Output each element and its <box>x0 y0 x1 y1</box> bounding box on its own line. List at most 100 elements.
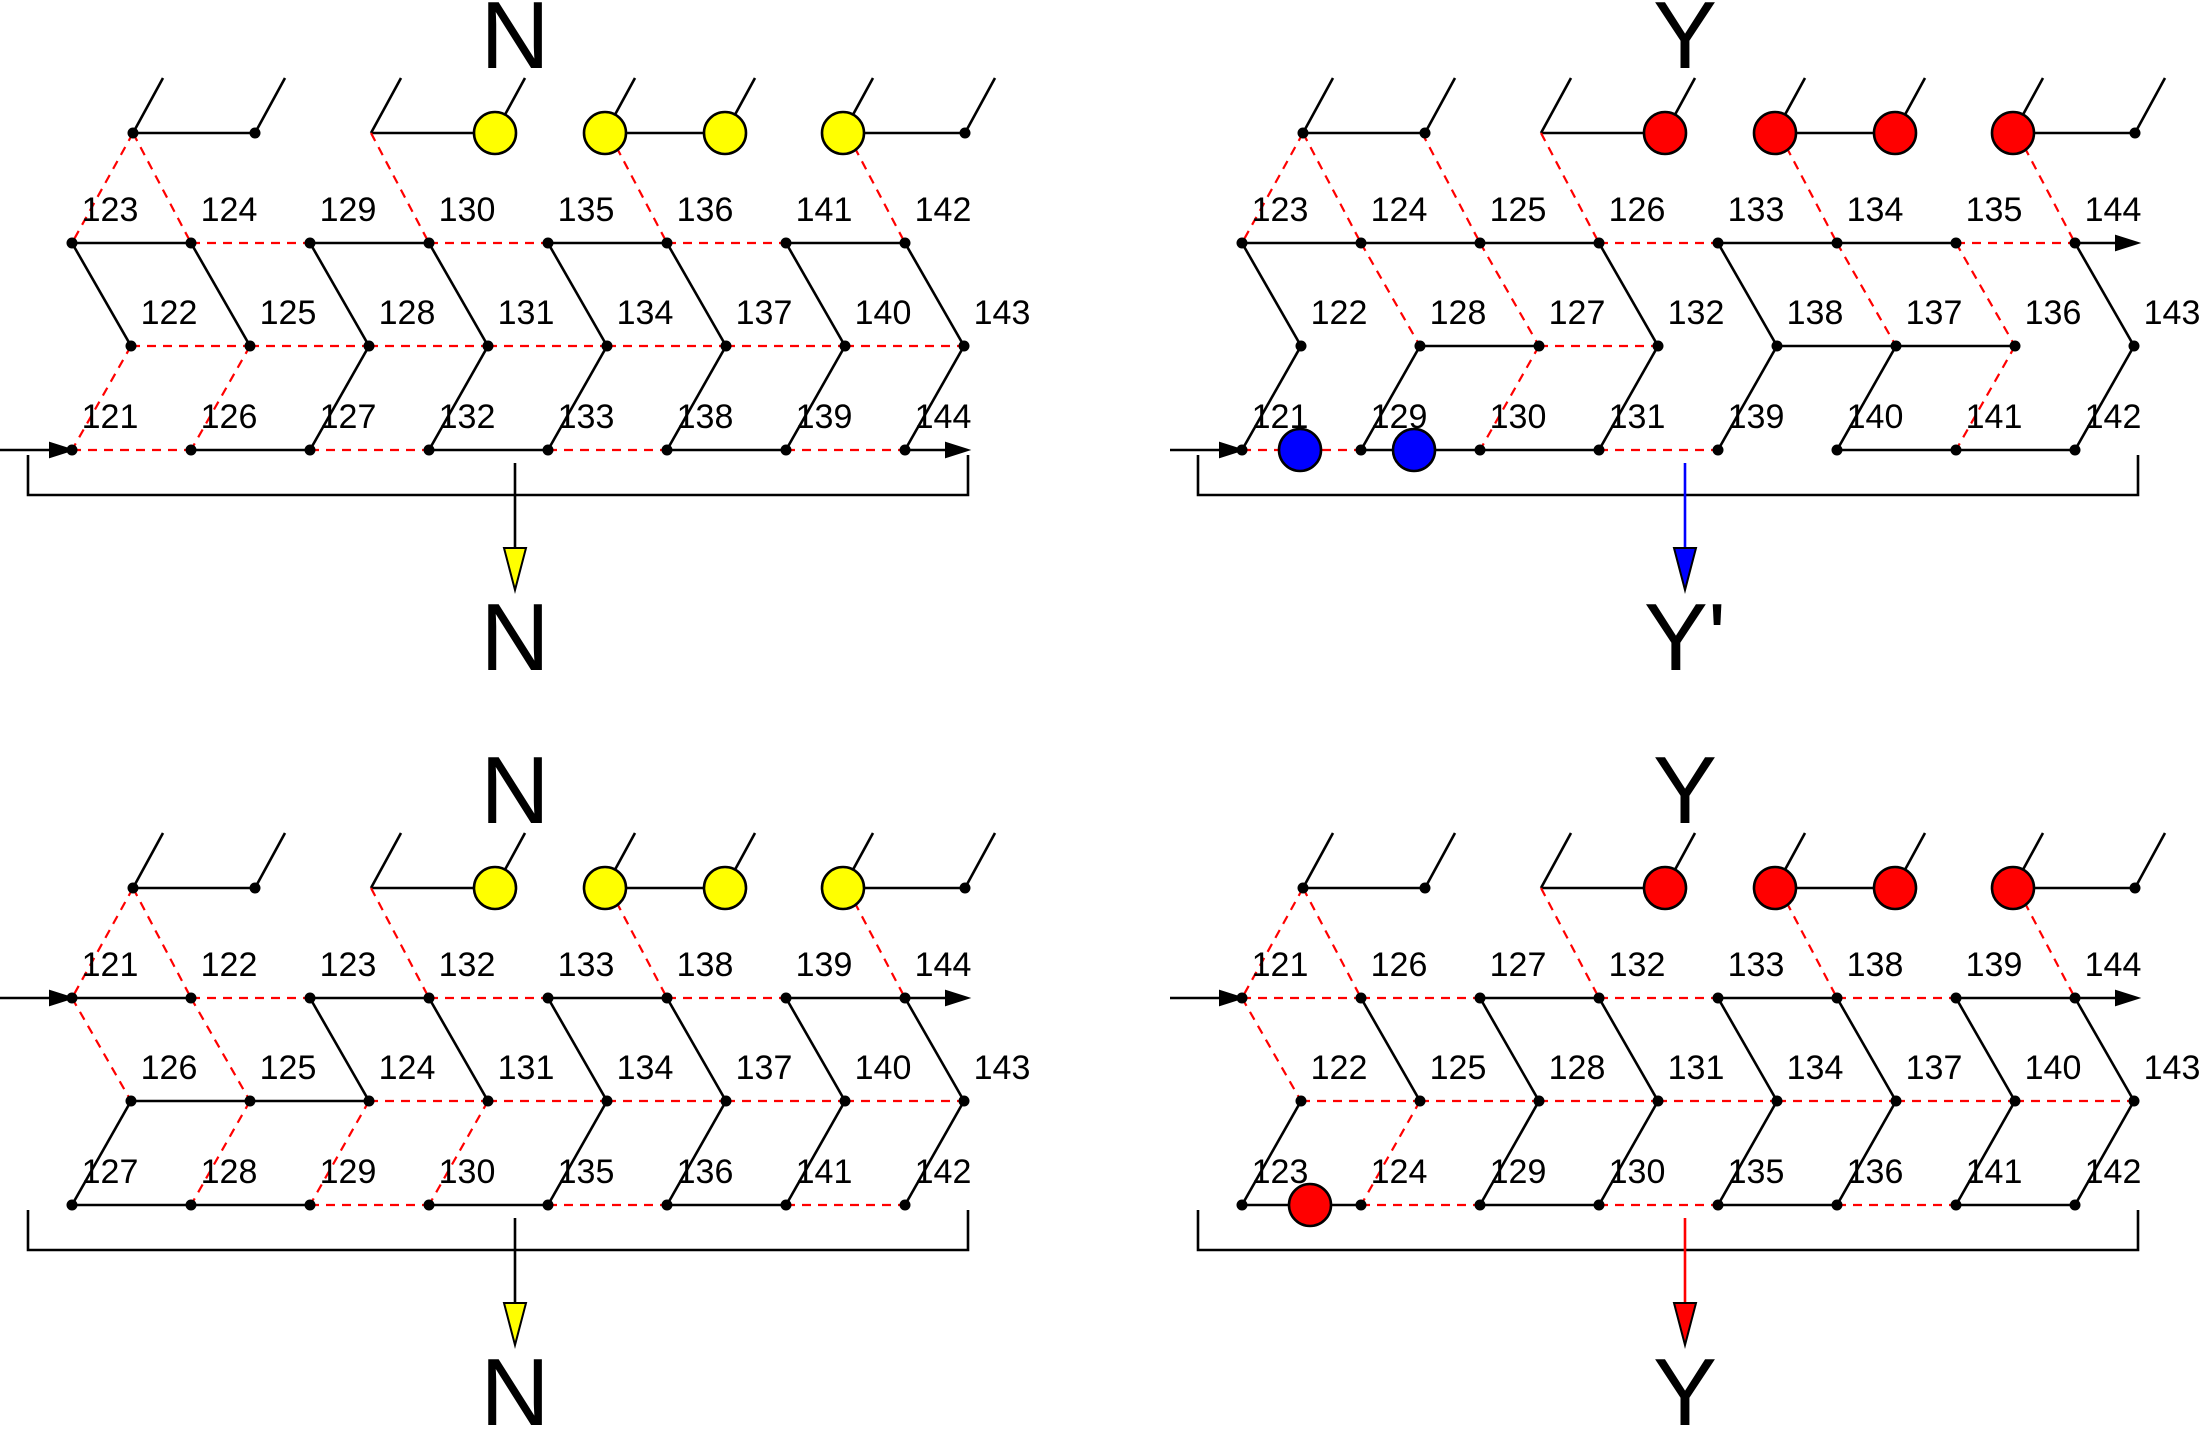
site-number-label: 144 <box>915 946 972 984</box>
dashed-bond-line <box>1955 242 2016 347</box>
bond-line <box>903 1100 966 1206</box>
arrow-head <box>945 989 972 1007</box>
site-number-label: 138 <box>677 946 734 984</box>
site-number-label: 123 <box>82 191 139 229</box>
lattice-node <box>125 1095 137 1107</box>
site-number-label: 131 <box>498 1049 555 1087</box>
dashed-bond-line <box>1778 132 1838 244</box>
lattice-node <box>1355 992 1367 1004</box>
lattice-node <box>780 992 792 1004</box>
site-number-label: 130 <box>439 191 496 229</box>
dashed-bond-line <box>132 887 192 999</box>
lattice-node <box>1890 1095 1902 1107</box>
lattice-node <box>185 1199 197 1211</box>
lattice-node <box>482 340 494 352</box>
site-number-label: 144 <box>2085 946 2142 984</box>
bond-line <box>1954 1100 2017 1206</box>
lattice-node <box>1593 1199 1605 1211</box>
lattice-node <box>2009 340 2021 352</box>
panel-top-label: Y <box>1653 0 1717 89</box>
dashed-bond-line <box>1241 132 1304 244</box>
bond-line <box>546 1100 609 1206</box>
lattice-node <box>304 1199 316 1211</box>
site-number-label: 121 <box>82 946 139 984</box>
lattice-node <box>423 1199 435 1211</box>
lattice-node <box>601 340 613 352</box>
panel-top-label: Y <box>1653 737 1717 844</box>
site-number-label: 132 <box>439 946 496 984</box>
site-number-label: 140 <box>1847 398 1904 436</box>
dashed-bond-line <box>1241 997 1302 1102</box>
dashed-bond-line <box>1360 242 1421 347</box>
bond-line <box>308 345 371 451</box>
bond-line <box>2073 997 2136 1102</box>
lattice-node <box>2009 1095 2021 1107</box>
bond-line <box>963 77 997 134</box>
red-ball-marker <box>1287 1182 1333 1228</box>
yellow-ball-marker <box>820 865 866 911</box>
site-number-label: 143 <box>2144 294 2200 332</box>
bond-line <box>1478 1100 1541 1206</box>
lattice-node <box>363 340 375 352</box>
site-number-label: 140 <box>855 294 912 332</box>
lattice-node <box>185 444 197 456</box>
site-number-label: 130 <box>1609 1153 1666 1191</box>
output-bracket <box>1196 1210 2140 1252</box>
lattice-node <box>249 882 261 894</box>
dashed-bond-line <box>1540 132 1600 244</box>
bond-line <box>1301 832 1335 889</box>
dashed-bond-line <box>1778 887 1838 999</box>
arrow-head <box>2115 234 2142 252</box>
site-number-label: 124 <box>1371 191 1428 229</box>
bond-line <box>308 997 371 1102</box>
lattice-node <box>1831 444 1843 456</box>
site-number-label: 124 <box>201 191 258 229</box>
site-number-label: 132 <box>1609 946 1666 984</box>
bond-line <box>1597 1100 1660 1206</box>
site-number-label: 142 <box>2085 398 2142 436</box>
arrow-head <box>502 1302 528 1349</box>
dashed-bond-line <box>71 132 134 244</box>
dashed-bond-line <box>190 1100 251 1206</box>
lattice-node <box>661 1199 673 1211</box>
site-number-label: 136 <box>677 1153 734 1191</box>
lattice-node <box>899 1199 911 1211</box>
site-number-label: 135 <box>558 1153 615 1191</box>
bond-line <box>1240 1100 1303 1206</box>
lattice-node <box>125 340 137 352</box>
lattice-node <box>720 1095 732 1107</box>
bond-line <box>1835 1100 1898 1206</box>
red-ball-marker <box>1752 110 1798 156</box>
lattice-node <box>899 237 911 249</box>
lattice-node <box>1831 992 1843 1004</box>
site-number-label: 127 <box>320 398 377 436</box>
lattice-node <box>1950 237 1962 249</box>
lattice-node <box>542 444 554 456</box>
site-number-label: 131 <box>498 294 555 332</box>
site-number-label: 125 <box>260 294 317 332</box>
yellow-ball-marker <box>582 110 628 156</box>
bond-line <box>1597 242 1660 347</box>
bond-line <box>784 345 847 451</box>
bond-line <box>1716 1100 1779 1206</box>
lattice-node <box>482 1095 494 1107</box>
lattice-node <box>1474 237 1486 249</box>
panel-top-label: N <box>480 0 549 89</box>
site-number-label: 128 <box>201 1153 258 1191</box>
bond-line <box>131 832 165 889</box>
panel-bottom-label: N <box>480 584 549 691</box>
site-number-label: 127 <box>1549 294 1606 332</box>
bond-line <box>427 345 490 451</box>
site-number-label: 128 <box>379 294 436 332</box>
site-number-label: 137 <box>736 1049 793 1087</box>
site-number-label: 125 <box>260 1049 317 1087</box>
lattice-node <box>2128 340 2140 352</box>
lattice-node <box>66 237 78 249</box>
red-ball-marker <box>1872 865 1918 911</box>
site-number-label: 137 <box>1906 1049 1963 1087</box>
dashed-bond-line <box>1479 345 1540 451</box>
bond-line <box>1716 997 1779 1102</box>
bond-line <box>369 832 403 889</box>
